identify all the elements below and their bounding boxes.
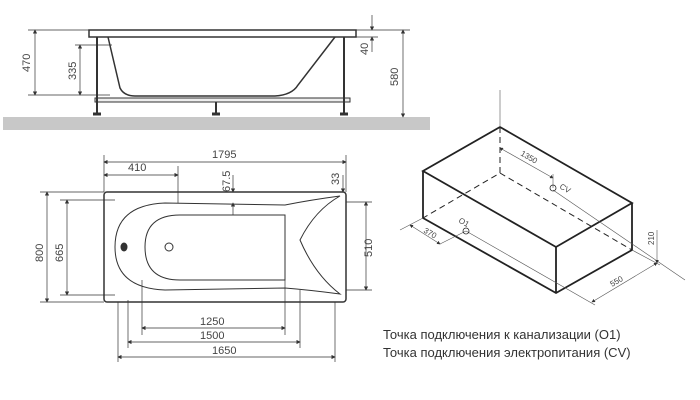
legend-drain-connection: Точка подключения к канализации (О1) xyxy=(383,327,621,342)
iso-view xyxy=(399,90,686,306)
dim-1350: 1350 xyxy=(519,149,539,166)
dim-33: 33 xyxy=(330,173,342,185)
dim-210: 210 xyxy=(647,231,656,245)
side-view xyxy=(3,15,430,130)
dim-335: 335 xyxy=(67,62,79,80)
dim-410: 410 xyxy=(128,162,146,174)
dim-1500: 1500 xyxy=(200,330,224,342)
dim-67-5: 67.5 xyxy=(221,171,233,192)
top-view xyxy=(40,155,372,362)
dim-1795: 1795 xyxy=(212,149,236,161)
dim-370: 370 xyxy=(422,226,439,241)
dim-470: 470 xyxy=(21,54,33,72)
floor xyxy=(3,117,430,130)
dim-1650: 1650 xyxy=(212,345,236,357)
dim-40: 40 xyxy=(359,43,371,55)
dim-665: 665 xyxy=(54,244,66,262)
legend-power-connection: Точка подключения электропитания (CV) xyxy=(383,345,631,360)
dim-550: 550 xyxy=(609,274,626,289)
label-cv: CV xyxy=(558,182,573,196)
label-o1: O1 xyxy=(457,216,471,229)
dim-800: 800 xyxy=(34,244,46,262)
dim-510: 510 xyxy=(363,239,375,257)
dim-580: 580 xyxy=(389,68,401,86)
dim-1250: 1250 xyxy=(200,316,224,328)
